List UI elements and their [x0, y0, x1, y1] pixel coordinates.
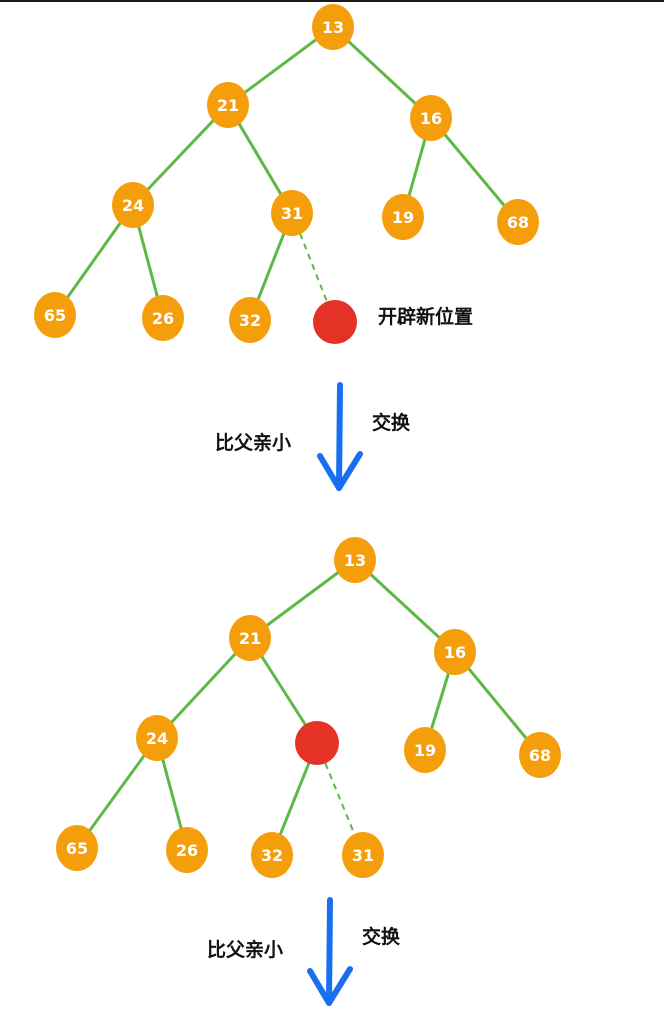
tree-edge — [226, 25, 335, 107]
down-arrow-shaft — [336, 382, 343, 491]
tree-node — [271, 190, 313, 236]
tree-node — [497, 199, 539, 245]
top-border — [0, 0, 664, 2]
node-label: 68 — [529, 746, 551, 765]
node-label: 24 — [146, 729, 168, 748]
tree-node — [342, 832, 384, 878]
node-label: 24 — [122, 196, 144, 215]
tree-node — [334, 537, 376, 583]
tree-edge — [353, 558, 457, 654]
tree-edge — [331, 25, 433, 120]
tree-edge — [131, 103, 230, 207]
tree-node — [229, 615, 271, 661]
tree-edge — [155, 636, 252, 740]
tree-node — [410, 95, 452, 141]
tree-node — [251, 832, 293, 878]
tree-node — [519, 732, 561, 778]
tree-node — [56, 825, 98, 871]
node-label: 21 — [239, 629, 261, 648]
tree-node — [434, 629, 476, 675]
node-label: 26 — [176, 841, 198, 860]
down-arrow-head — [307, 966, 353, 1006]
node-label: 32 — [261, 846, 283, 865]
node-label: 19 — [392, 208, 414, 227]
tree-node — [404, 727, 446, 773]
tree-edge — [429, 116, 520, 224]
node-label: 21 — [217, 96, 239, 115]
down-arrow-shaft — [326, 897, 333, 1006]
node-label: 68 — [507, 213, 529, 232]
tree-node — [34, 292, 76, 338]
new-node — [295, 721, 339, 765]
node-label: 65 — [44, 306, 66, 325]
node-label: 13 — [322, 18, 344, 37]
tree-node — [112, 182, 154, 228]
node-label: 16 — [444, 643, 466, 662]
tree-edge — [248, 558, 357, 640]
node-label: 19 — [414, 741, 436, 760]
new-node — [313, 300, 357, 344]
node-label: 16 — [420, 109, 442, 128]
node-label: 32 — [239, 311, 261, 330]
tree-node — [136, 715, 178, 761]
tree-node — [207, 82, 249, 128]
node-label: 31 — [352, 846, 374, 865]
tree-node — [312, 4, 354, 50]
tree-node — [166, 827, 208, 873]
node-label: 26 — [152, 309, 174, 328]
node-label: 31 — [281, 204, 303, 223]
tree-node — [142, 295, 184, 341]
tree-edge — [75, 736, 159, 850]
step2-condition-label: 比父亲小 — [207, 939, 284, 961]
down-arrow-head — [317, 451, 363, 491]
tree-node — [382, 194, 424, 240]
step1-action-label: 交换 — [372, 412, 411, 434]
step2-action-label: 交换 — [362, 926, 401, 948]
tree-edge-dashed — [291, 212, 336, 323]
step1-condition-label: 比父亲小 — [215, 432, 292, 454]
tree-node — [229, 297, 271, 343]
node-label: 13 — [344, 551, 366, 570]
node-label: 65 — [66, 839, 88, 858]
tree-edge — [53, 203, 135, 317]
new-position-label: 开辟新位置 — [378, 306, 474, 328]
tree-edge — [453, 650, 542, 757]
